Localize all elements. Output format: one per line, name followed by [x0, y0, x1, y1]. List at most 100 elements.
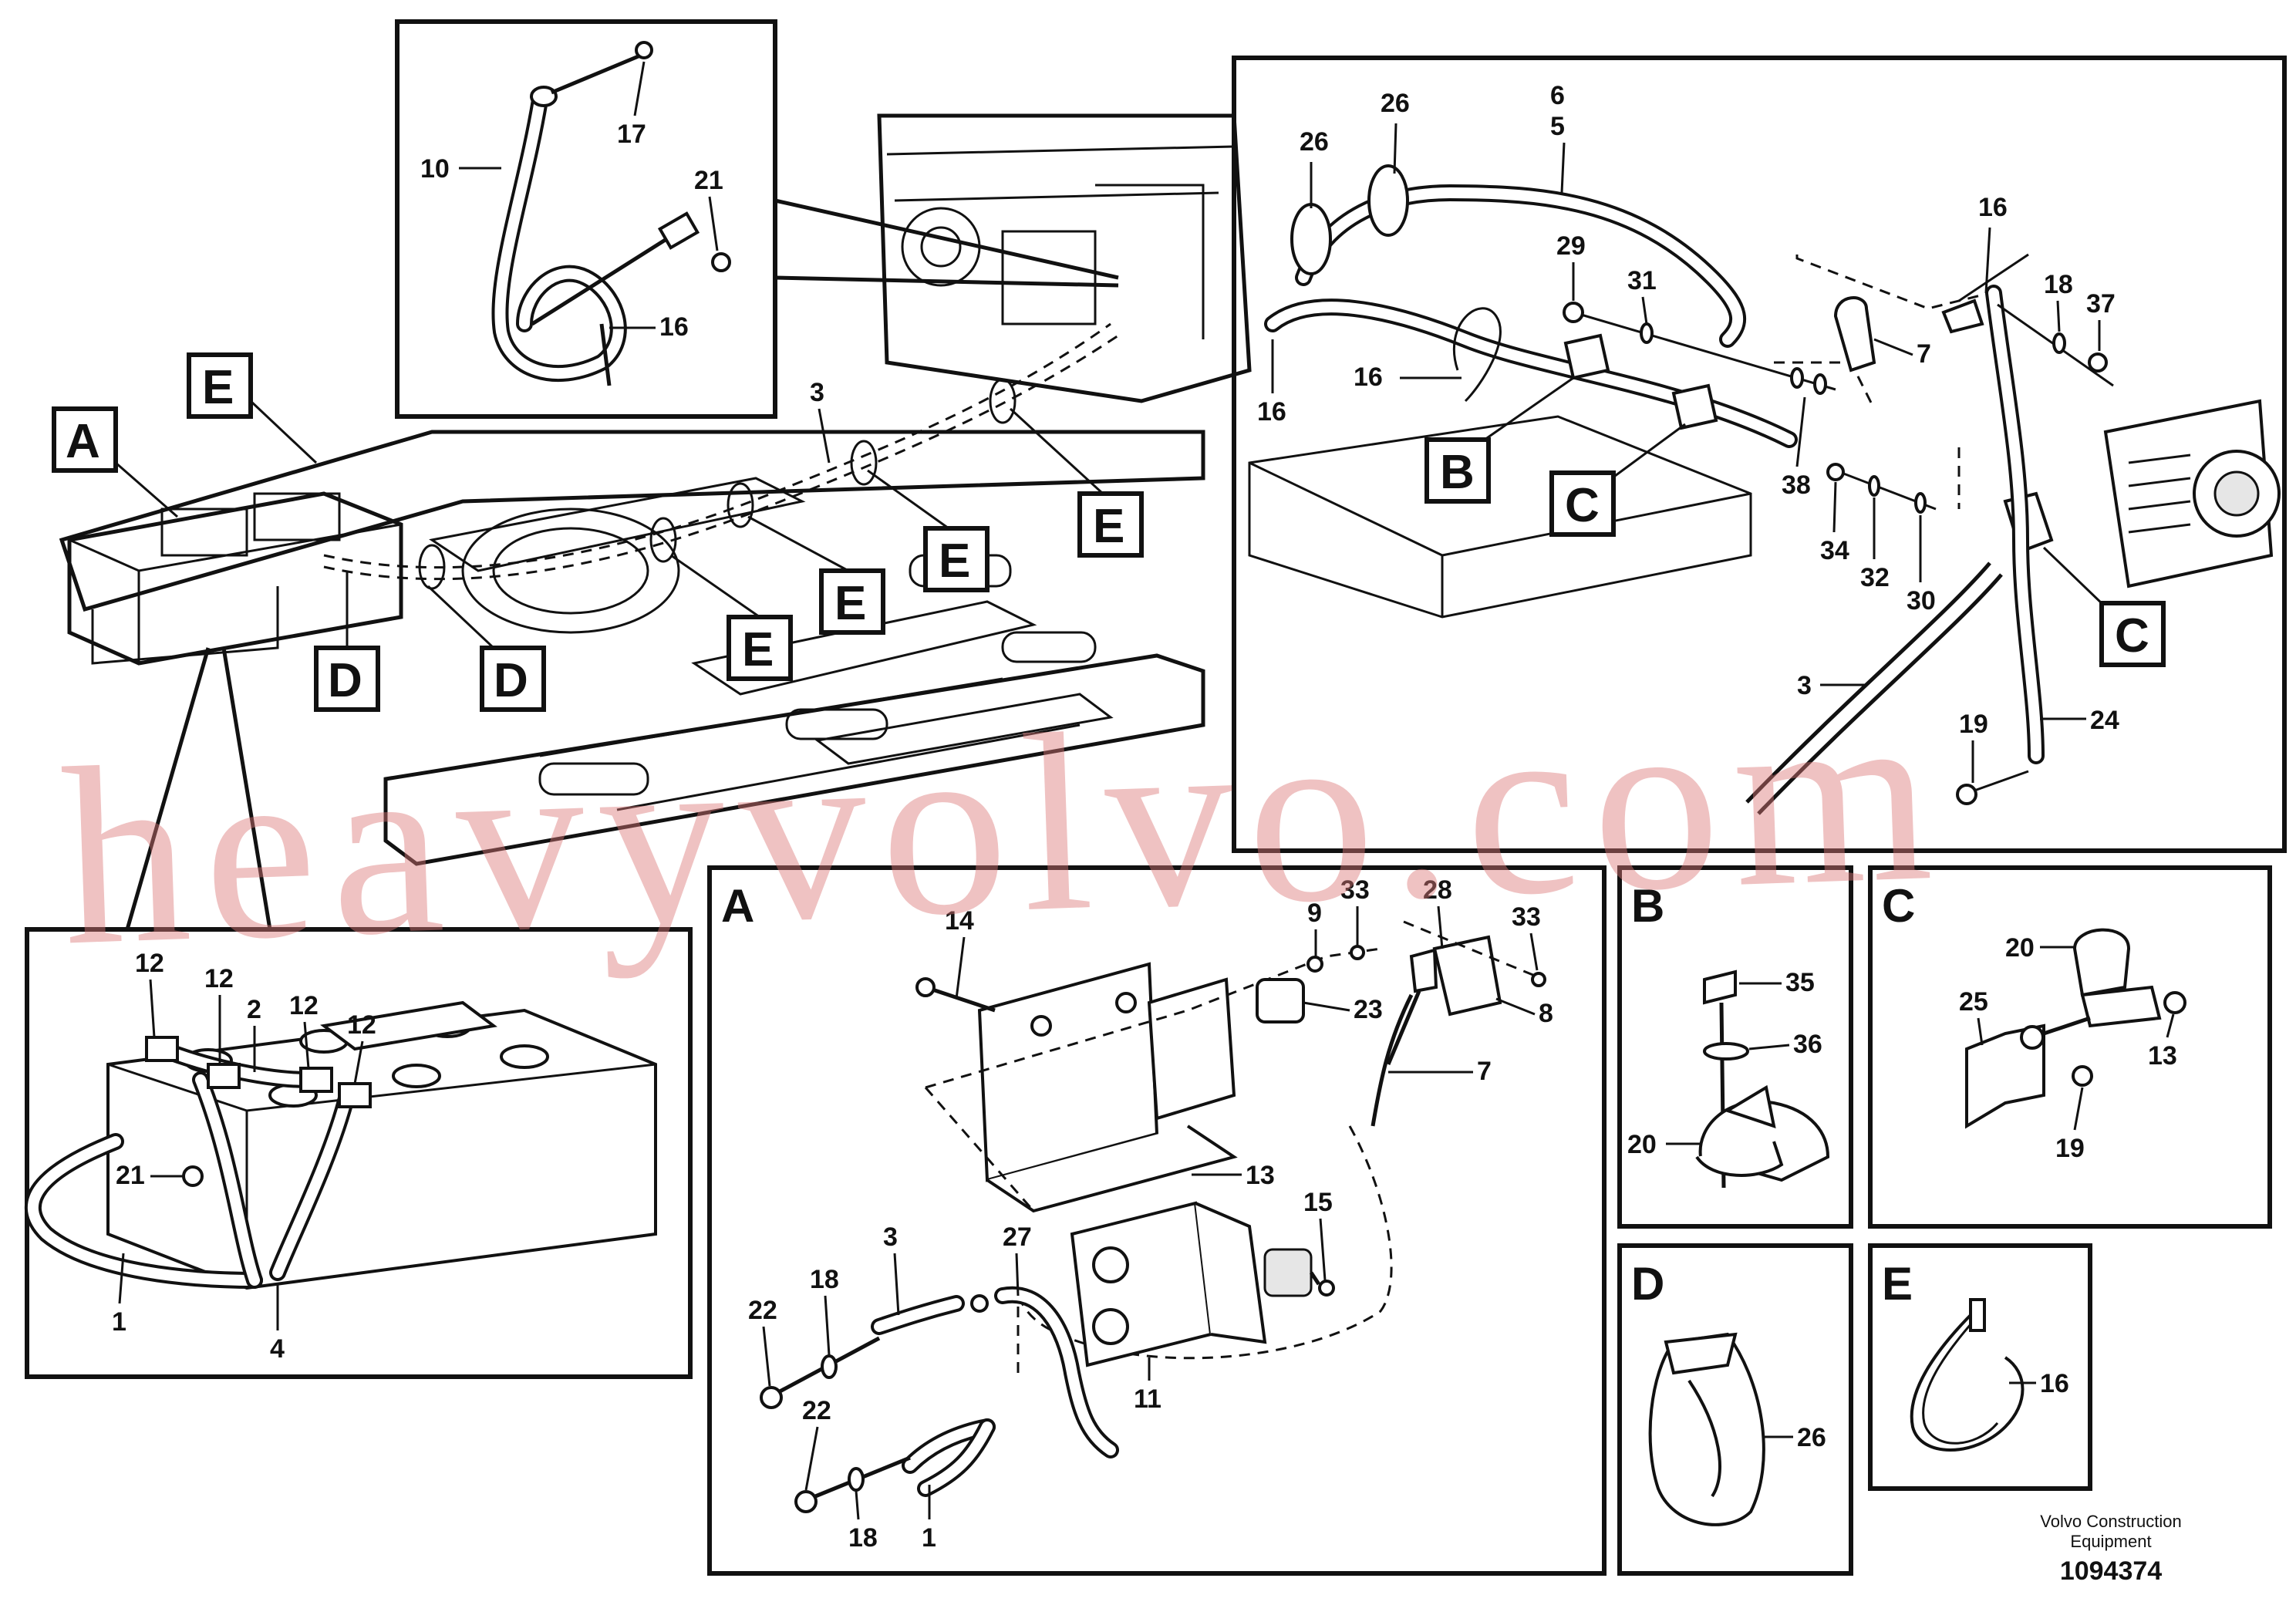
view-e-panel-letter: E: [1882, 1258, 1913, 1310]
callout-a-11: 11: [1134, 1384, 1161, 1414]
inset-engine-ground-panel: [395, 19, 777, 419]
view-label-B: B: [1424, 376, 1574, 504]
view-b-panel: [1617, 865, 1853, 1229]
engine-harness-panel: [1232, 56, 2287, 853]
view-d-drawing: [1648, 1332, 1765, 1526]
view-d-panel: [1617, 1243, 1853, 1576]
callout-ev-26a: 26: [1300, 127, 1329, 157]
view-label-E-3: E: [747, 515, 885, 635]
view-c-panel: [1868, 865, 2272, 1229]
callout-ev-34: 34: [1820, 536, 1849, 565]
view-b-drawing: [1695, 969, 1830, 1189]
battery-panel: [25, 927, 693, 1379]
view-c-drawing: [1965, 928, 2186, 1129]
svg-text:E: E: [939, 534, 970, 588]
alternator: [2103, 399, 2281, 588]
callout-ev-37: 37: [2086, 289, 2116, 319]
callout-a-18a: 18: [810, 1265, 839, 1294]
view-label-C-2: C: [2042, 546, 2166, 667]
view-label-C-1: C: [1549, 423, 1686, 537]
callout-c-25: 25: [1959, 987, 1988, 1017]
callout-main-3: 3: [810, 378, 824, 407]
callout-b-36: 36: [1793, 1030, 1822, 1059]
callout-b-35: 35: [1785, 968, 1815, 997]
view-label-D-1: D: [314, 571, 380, 712]
callout-bat-12b: 12: [204, 964, 234, 993]
view-label-E-1: E: [187, 352, 318, 464]
callout-bat-1: 1: [112, 1307, 126, 1337]
view-e-panel: [1868, 1243, 2092, 1491]
callout-ev-31: 31: [1627, 266, 1657, 295]
callout-bat-4: 4: [270, 1334, 285, 1364]
callout-ev-16b: 16: [1354, 363, 1383, 392]
callout-c-20: 20: [2005, 933, 2035, 963]
view-label-D-2: D: [426, 585, 546, 712]
callout-ev-18: 18: [2044, 270, 2073, 299]
callout-a-1: 1: [922, 1523, 936, 1553]
view-b-panel-letter: B: [1631, 880, 1664, 932]
callout-c-13: 13: [2148, 1041, 2177, 1071]
callout-b-20: 20: [1627, 1130, 1657, 1159]
callout-ev-3: 3: [1797, 671, 1812, 700]
callout-bat-12a: 12: [135, 949, 164, 978]
callout-ev-38: 38: [1782, 470, 1811, 500]
callout-ev-29: 29: [1556, 231, 1586, 261]
inset-engine-ground-drawing: [491, 41, 731, 386]
svg-text:C: C: [1565, 479, 1600, 532]
callout-a-13: 13: [1246, 1161, 1275, 1190]
callout-a-9: 9: [1307, 899, 1322, 928]
battery-disconnect-switch: [1070, 1201, 1313, 1367]
svg-text:E: E: [834, 577, 866, 630]
view-c-panel-letter: C: [1882, 880, 1915, 932]
view-a-panel: [707, 865, 1607, 1576]
callout-a-33b: 33: [1512, 902, 1541, 932]
svg-text:C: C: [2115, 609, 2149, 663]
view-label-E-5: E: [1009, 407, 1144, 558]
callout-inset-16: 16: [659, 312, 689, 342]
callout-ev-24: 24: [2090, 706, 2119, 735]
callout-ev-7: 7: [1917, 339, 1931, 369]
callout-ev-16c: 16: [1257, 397, 1286, 427]
callout-a-7: 7: [1477, 1057, 1492, 1086]
footer-company-line2: Equipment: [2070, 1532, 2152, 1551]
view-d-panel-letter: D: [1631, 1258, 1664, 1310]
callout-bat-2: 2: [247, 995, 261, 1024]
callout-bat-12d: 12: [347, 1010, 376, 1040]
callout-c-19: 19: [2055, 1134, 2085, 1163]
callout-ev-30: 30: [1907, 586, 1936, 615]
svg-text:E: E: [202, 361, 234, 414]
callout-ev-16a: 16: [1978, 193, 2008, 222]
callout-ev-6: 6: [1550, 81, 1565, 110]
callout-ev-19: 19: [1959, 710, 1988, 739]
svg-text:D: D: [494, 654, 528, 707]
view-label-E-2: E: [670, 554, 793, 681]
view-a-drawing: [760, 920, 1546, 1513]
battery-drawing: [24, 1000, 657, 1290]
callout-a-28: 28: [1423, 875, 1452, 905]
callout-a-23: 23: [1354, 995, 1383, 1024]
svg-text:D: D: [328, 654, 362, 707]
callout-bat-12c: 12: [289, 991, 319, 1020]
callout-a-33a: 33: [1340, 875, 1370, 905]
callout-inset-21: 21: [694, 166, 723, 195]
svg-text:E: E: [742, 623, 774, 676]
callout-bat-21: 21: [116, 1161, 145, 1190]
callout-a-22a: 22: [748, 1296, 777, 1325]
chassis-illustration: [59, 113, 1252, 866]
callout-a-22b: 22: [802, 1396, 831, 1425]
callout-a-15: 15: [1303, 1188, 1333, 1217]
callout-ev-5: 5: [1550, 112, 1565, 141]
callout-a-27: 27: [1003, 1222, 1032, 1252]
footer-company-line1: Volvo Construction: [2040, 1512, 2182, 1531]
svg-text:E: E: [1093, 500, 1124, 553]
view-a-panel-letter: A: [721, 880, 754, 932]
svg-text:A: A: [66, 415, 100, 468]
callout-e-16: 16: [2040, 1369, 2069, 1398]
callout-a-3: 3: [883, 1222, 898, 1252]
callout-a-18b: 18: [848, 1523, 878, 1553]
svg-text:B: B: [1440, 446, 1475, 499]
callout-d-26: 26: [1797, 1423, 1826, 1452]
callout-inset-10: 10: [420, 154, 450, 184]
drawing-number: 1094374: [2059, 1556, 2163, 1586]
